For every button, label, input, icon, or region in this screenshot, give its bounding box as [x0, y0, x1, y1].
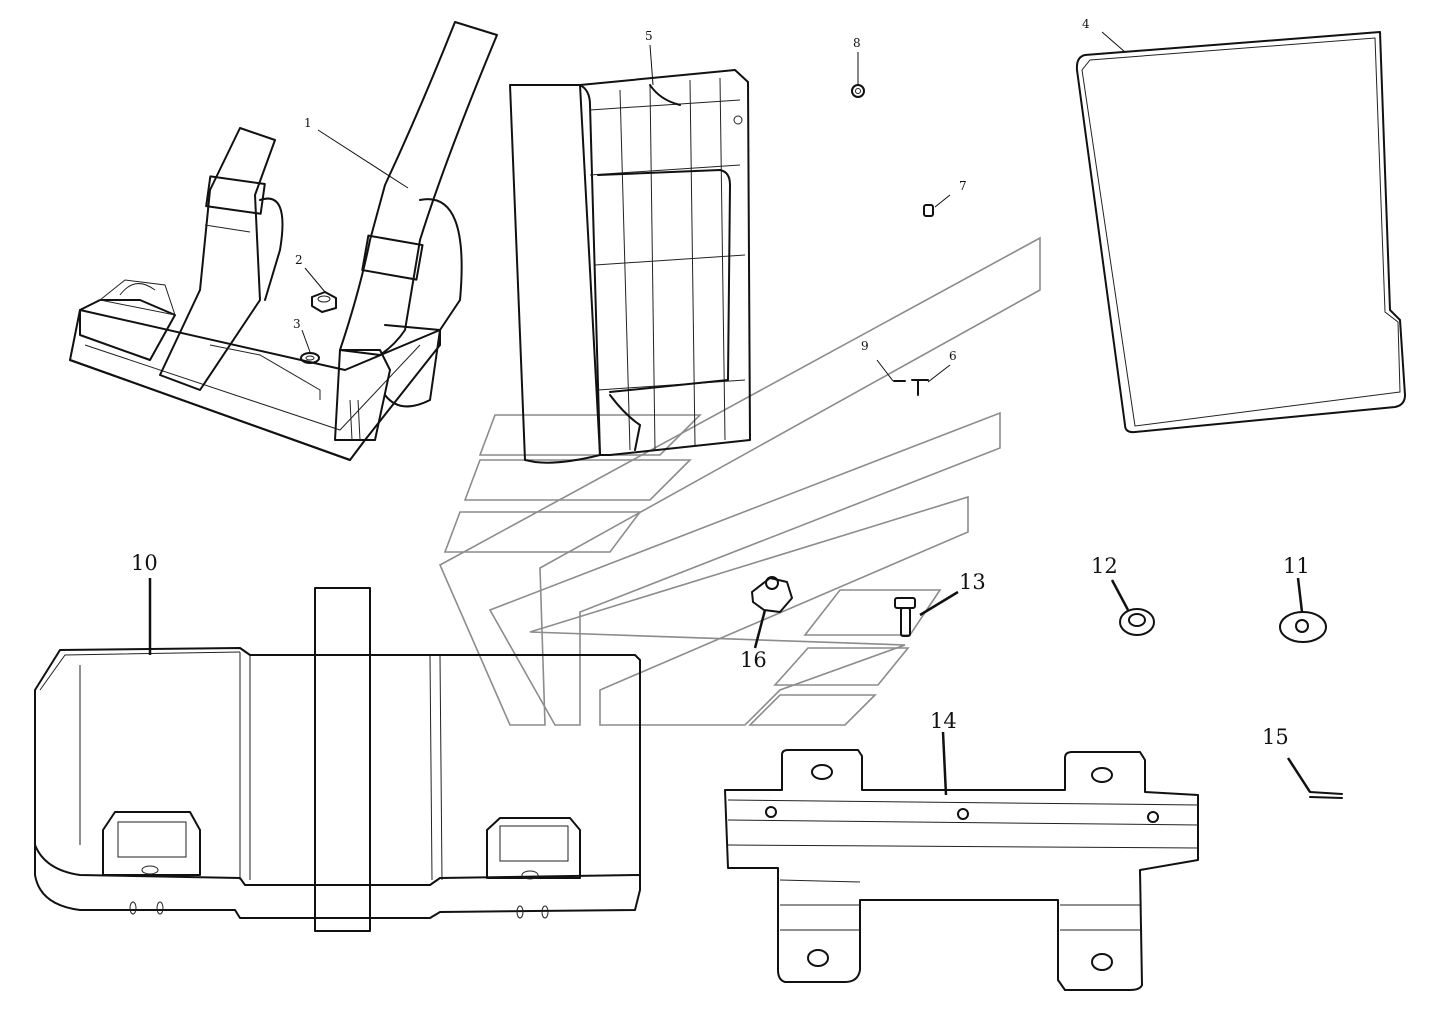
washer-8 — [851, 84, 865, 98]
leader-lines — [148, 31, 1312, 796]
battery-tray-with-straps — [69, 21, 498, 461]
callout-12: 12 — [1091, 554, 1118, 578]
callout-3: 3 — [293, 317, 301, 331]
flange-nut — [311, 291, 337, 313]
washer — [300, 352, 320, 364]
callout-7: 7 — [959, 179, 967, 193]
callout-4: 4 — [1082, 17, 1090, 31]
fasteners — [751, 576, 1343, 799]
callout-9: 9 — [861, 339, 869, 353]
callout-16: 16 — [740, 648, 767, 672]
cap-7 — [923, 204, 934, 217]
callout-6: 6 — [949, 349, 957, 363]
watermark-logo — [438, 236, 1041, 726]
callout-13: 13 — [959, 570, 986, 594]
callout-1: 1 — [304, 116, 312, 130]
mounting-bracket — [724, 749, 1199, 991]
washer-12 — [1119, 608, 1155, 636]
callout-11: 11 — [1283, 554, 1310, 578]
battery-box — [34, 587, 641, 932]
callout-15: 15 — [1262, 725, 1289, 749]
battery-cover-frame — [509, 69, 751, 464]
pin-15 — [1309, 791, 1343, 795]
callout-2: 2 — [295, 253, 303, 267]
callout-10: 10 — [131, 551, 158, 575]
callout-5: 5 — [645, 29, 653, 43]
washer-11 — [1279, 611, 1327, 643]
cover-plate — [1075, 31, 1406, 434]
callout-8: 8 — [853, 36, 861, 50]
callout-labels: 1 2 3 4 5 6 7 8 9 10 11 12 13 14 15 16 — [131, 17, 1310, 749]
bolt-13 — [894, 597, 916, 609]
callout-14: 14 — [930, 709, 957, 733]
nut-16 — [751, 577, 793, 613]
